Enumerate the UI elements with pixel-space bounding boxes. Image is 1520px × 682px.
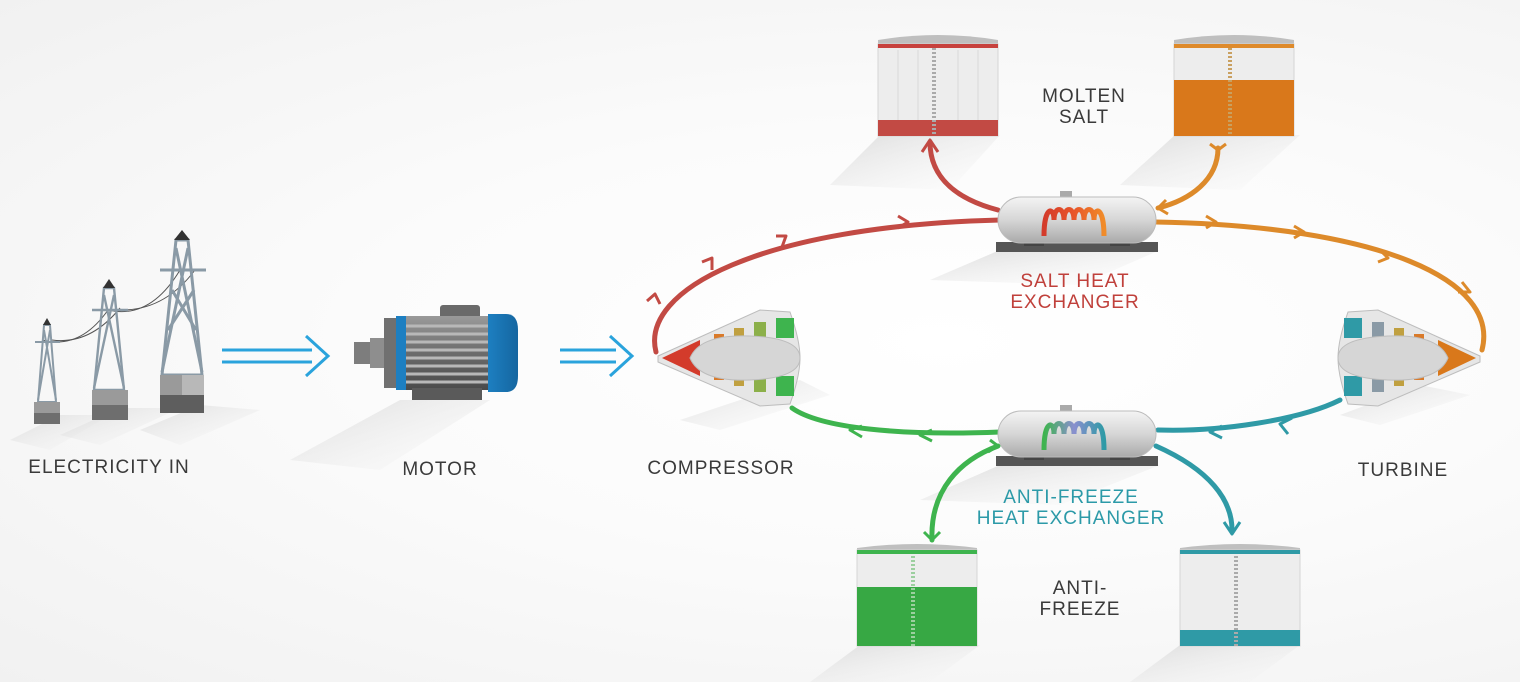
antifreeze-line2: FREEZE — [1039, 599, 1121, 620]
cold-salt-tank — [877, 35, 999, 137]
arrow-right-icon — [222, 334, 331, 378]
molten-salt-line1: MOLTEN — [1042, 86, 1126, 107]
cold-antifreeze-tank — [856, 544, 978, 647]
antifreeze-heat-exchanger-icon — [996, 405, 1158, 466]
compressor-icon — [657, 309, 801, 407]
turbine-text: TURBINE — [1357, 460, 1449, 481]
antifreeze-hx-line2: HEAT EXCHANGER — [976, 508, 1166, 529]
motor-text: MOTOR — [402, 459, 478, 480]
warm-antifreeze-tank — [1179, 544, 1301, 647]
compressor-label: COMPRESSOR — [636, 458, 806, 479]
molten-salt-line2: SALT — [1058, 107, 1110, 128]
antifreeze-line1: ANTI- — [1052, 578, 1108, 599]
salt-heat-exchanger-label: SALT HEAT EXCHANGER — [990, 271, 1160, 313]
hot-salt-tank — [1173, 35, 1295, 137]
flow-arrows — [646, 138, 1472, 542]
salt-hx-line1: SALT HEAT — [1020, 271, 1130, 292]
molten-salt-label: MOLTEN SALT — [1024, 86, 1144, 128]
antifreeze-tank-label: ANTI- FREEZE — [1020, 578, 1140, 620]
antifreeze-loop-pipes — [789, 397, 1343, 543]
motor-label: MOTOR — [380, 459, 500, 480]
salt-loop-pipes — [652, 139, 1487, 355]
antifreeze-heat-exchanger-label: ANTI-FREEZE HEAT EXCHANGER — [956, 487, 1186, 529]
motor-icon — [354, 305, 518, 400]
salt-heat-exchanger-icon — [996, 191, 1158, 252]
turbine-icon — [1337, 309, 1481, 407]
antifreeze-hx-line1: ANTI-FREEZE — [1003, 487, 1139, 508]
electricity-in-text: ELECTRICITY IN — [28, 457, 190, 478]
salt-hx-line2: EXCHANGER — [1010, 292, 1140, 313]
compressor-text: COMPRESSOR — [647, 458, 795, 479]
electricity-in-label: ELECTRICITY IN — [20, 457, 198, 478]
turbine-label: TURBINE — [1343, 460, 1463, 481]
power-pylons-icon — [34, 230, 206, 424]
arrow-right-icon — [560, 334, 635, 378]
